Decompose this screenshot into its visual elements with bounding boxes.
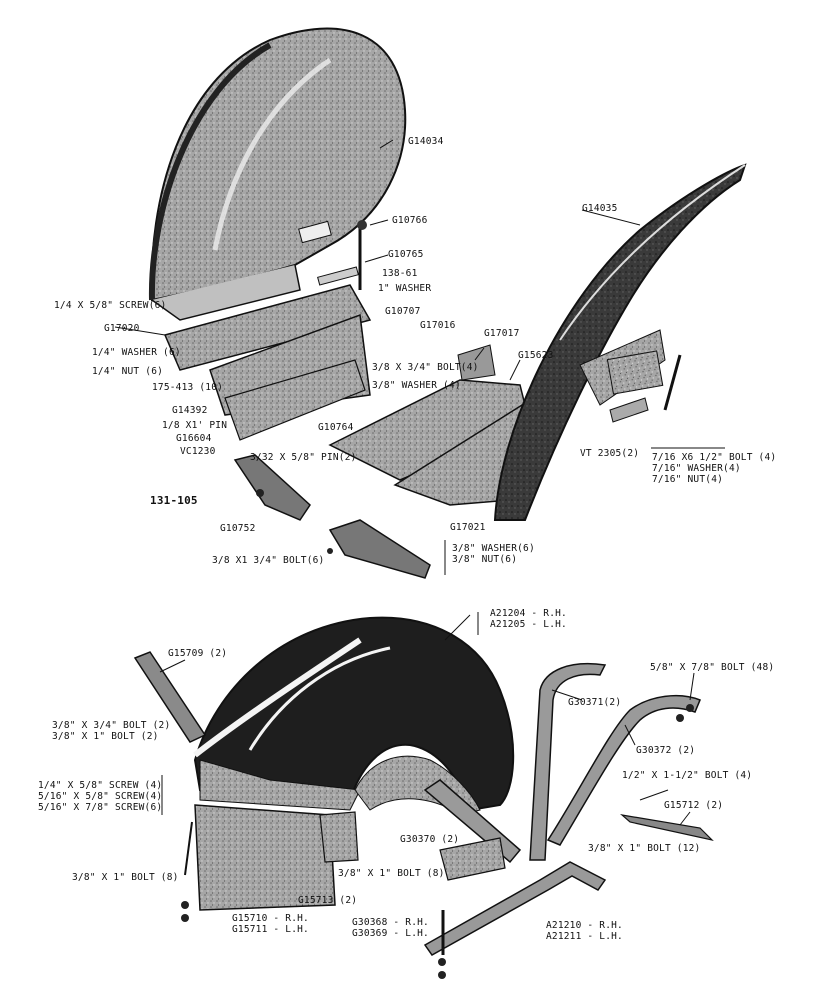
label-a21204-group: A21204 - R.H. A21205 - L.H. (490, 608, 567, 630)
label-g10752: G10752 (220, 523, 256, 534)
label-g17017: G17017 (484, 328, 520, 339)
label-pin-1-8: 1/8 X1' PIN (162, 420, 228, 431)
label-bolt-5-8-7-8: 5/8" X 7/8" BOLT (48) (650, 662, 775, 673)
label-bolt-3-8-1-12: 3/8" X 1" BOLT (12) (588, 843, 701, 854)
label-g15709: G15709 (2) (168, 648, 228, 659)
label-a21211: A21211 - L.H. (546, 931, 623, 942)
label-g14034: G14034 (408, 136, 444, 147)
label-bolt-3-8-1-3-4: 3/8 X1 3/4" BOLT(6) (212, 555, 325, 566)
label-pin-3-32: 3/32 X 5/8" PIN(2) (250, 452, 357, 463)
bracket-lower (328, 519, 431, 579)
label-a21210: A21210 - R.H. (546, 920, 623, 931)
label-quarter-screw: 1/4 X 5/8" SCREW(6) (54, 300, 167, 311)
label-bolt-3-8-1-8a: 3/8" X 1" BOLT (8) (72, 872, 179, 883)
label-g30372: G30372 (2) (636, 745, 696, 756)
label-g30370: G30370 (2) (400, 834, 460, 845)
label-group-3-8: 3/8" WASHER(6) 3/8" NUT(6) (452, 543, 535, 565)
brace-g30372 (546, 694, 701, 846)
label-bolt-7-16: 7/16 X6 1/2" BOLT (4) (652, 452, 777, 463)
label-g15713: G15713 (2) (298, 895, 358, 906)
fender-shell-g14034 (150, 27, 407, 302)
label-bolt-3-8-1-8b: 3/8" X 1" BOLT (8) (338, 868, 445, 879)
label-washer-3-8-4: 3/8" WASHER (4) (372, 380, 461, 391)
label-g15623: G15623 (518, 350, 554, 361)
label-g17021: G17021 (450, 522, 486, 533)
label-vt2305: VT 2305(2) (580, 448, 640, 459)
label-a21210-group: A21210 - R.H. A21211 - L.H. (546, 920, 623, 942)
label-175-413: 175-413 (10) (152, 382, 224, 393)
label-g30368-group: G30368 - R.H. G30369 - L.H. (352, 917, 429, 939)
label-quarter-nut: 1/4" NUT (6) (92, 366, 164, 377)
strut-g15709 (133, 651, 207, 743)
label-nut-3-8-6: 3/8" NUT(6) (452, 554, 518, 565)
label-vc1230: VC1230 (180, 446, 216, 457)
half-washer-text: 1" WASHER (378, 283, 432, 294)
bracket-a21210 (423, 861, 607, 956)
label-a21205: A21205 - L.H. (490, 619, 567, 630)
label-g15710: G15710 - R.H. (232, 913, 309, 924)
label-g16604: G16604 (176, 433, 212, 444)
label-quarter-washer: 1/4" WASHER (6) (92, 347, 181, 358)
label-g14035: G14035 (582, 203, 618, 214)
label-131-105: 131-105 (150, 494, 198, 507)
big-fender-a21204 (193, 616, 515, 812)
label-bolt-3-8-3-4: 3/8 X 3/4" BOLT(4) (372, 362, 479, 373)
label-g15712: G15712 (2) (664, 800, 724, 811)
label-g15710-group: G15710 - R.H. G15711 - L.H. (232, 913, 309, 935)
label-a21204: A21204 - R.H. (490, 608, 567, 619)
label-half-washer: 1" WASHER (378, 283, 431, 294)
label-bolt-3-8-3-4-lower: 3/8" X 3/4" BOLT (2) (52, 720, 171, 731)
label-g10766: G10766 (392, 215, 428, 226)
label-group-screws: 1/4" X 5/8" SCREW (4) 5/16" X 5/8" SCREW… (38, 780, 162, 813)
label-g30369: G30369 - L.H. (352, 928, 429, 939)
label-g10765: G10765 (388, 249, 424, 260)
panel-g17020 (163, 284, 372, 371)
label-bolt-1-2: 1/2" X 1-1/2" BOLT (4) (622, 770, 753, 781)
label-group-bolts-3-8: 3/8" X 3/4" BOLT (2) 3/8" X 1" BOLT (2) (52, 720, 170, 742)
plate-g30368 (439, 837, 506, 881)
label-g30371: G30371(2) (568, 697, 622, 708)
label-nut-7-16: 7/16" NUT(4) (652, 474, 724, 485)
label-screw-1-4-5-8: 1/4" X 5/8" SCREW (4) (38, 780, 163, 791)
panel-g15710 (194, 804, 336, 911)
label-g17016: G17016 (420, 320, 456, 331)
panel-g15713 (319, 811, 359, 863)
label-g17020: G17020 (104, 323, 140, 334)
label-138-61: 138-61 (382, 268, 418, 279)
bracket-g10752 (233, 454, 311, 521)
label-g10764: G10764 (318, 422, 354, 433)
label-g30368: G30368 - R.H. (352, 917, 429, 928)
label-group-7-16: 7/16 X6 1/2" BOLT (4) 7/16" WASHER(4) 7/… (652, 452, 776, 485)
label-g14392: G14392 (172, 405, 208, 416)
label-bolt-3-8-1-2: 3/8" X 1" BOLT (2) (52, 731, 159, 742)
label-washer-3-8-6: 3/8" WASHER(6) (452, 543, 535, 554)
label-washer-7-16: 7/16" WASHER(4) (652, 463, 741, 474)
panel-g10764 (224, 359, 366, 441)
label-g15711: G15711 - L.H. (232, 924, 309, 935)
label-screw-5-16-7-8: 5/16" X 7/8" SCREW(6) (38, 802, 163, 813)
bar-g15712 (620, 814, 714, 842)
label-g10707: G10707 (385, 306, 421, 317)
label-screw-5-16-5-8: 5/16" X 5/8" SCREW(4) (38, 791, 163, 802)
